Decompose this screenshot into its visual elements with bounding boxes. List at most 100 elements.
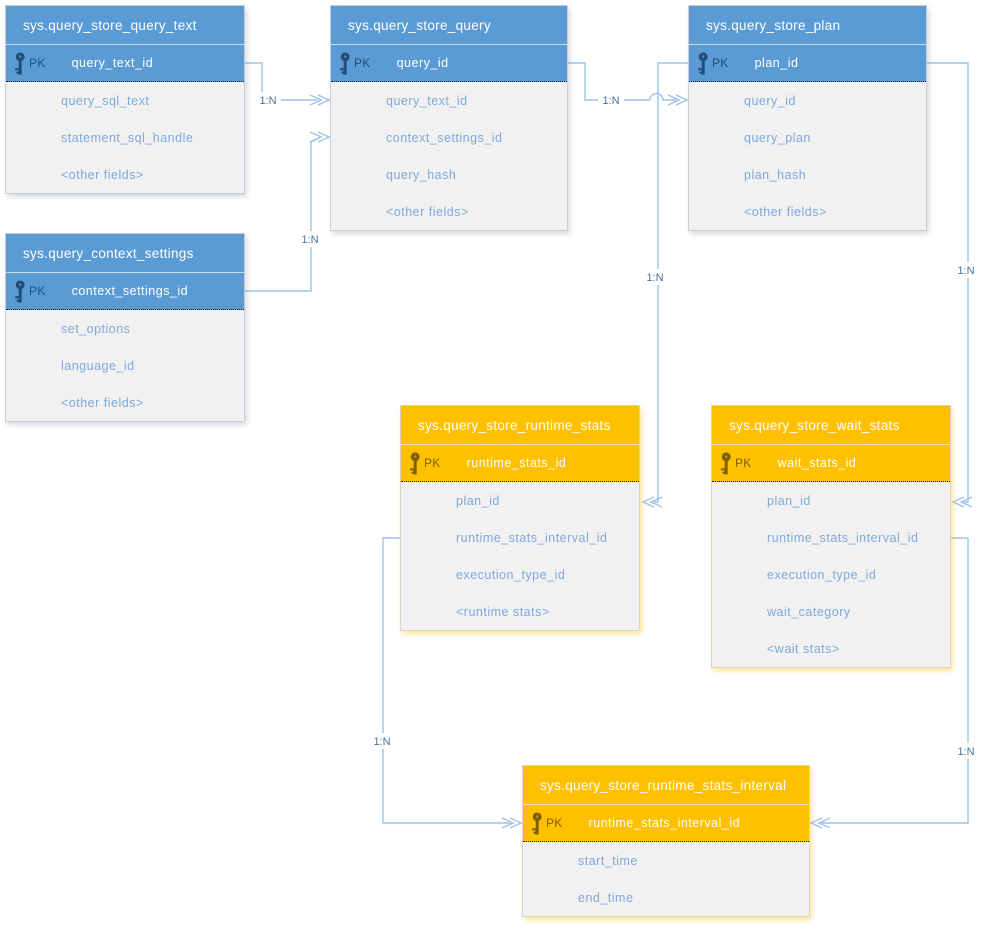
- table-title: sys.query_store_plan: [706, 17, 841, 33]
- primary-key-icon: [720, 451, 733, 475]
- field-name: <other fields>: [61, 167, 144, 182]
- field-row: set_options: [6, 310, 244, 347]
- cardinality-label: 1:N: [369, 733, 395, 749]
- primary-key-icon: [531, 811, 544, 835]
- field-name: runtime_stats_interval_id: [456, 530, 608, 545]
- pk-field-name: runtime_stats_interval_id: [588, 816, 741, 830]
- pk-label: PK: [29, 284, 46, 298]
- table-header: sys.query_store_wait_stats: [712, 406, 950, 445]
- pk-label: PK: [712, 56, 729, 70]
- svg-text:1:N: 1:N: [373, 736, 390, 748]
- field-row: <wait stats>: [712, 630, 950, 667]
- many-arrow-icon: [309, 94, 331, 106]
- many-arrow-icon: [641, 496, 663, 508]
- field-name: wait_category: [767, 604, 851, 619]
- field-name: query_text_id: [386, 93, 468, 108]
- svg-text:1:N: 1:N: [957, 265, 974, 277]
- field-row: context_settings_id: [331, 119, 567, 156]
- field-name: <runtime stats>: [456, 604, 550, 619]
- connector-runtime_stats-to-interval: [382, 537, 510, 824]
- primary-key-row: PK query_id: [331, 45, 567, 82]
- pk-label: PK: [354, 56, 371, 70]
- primary-key-row: PK query_text_id: [6, 45, 244, 82]
- cardinality-label: 1:N: [642, 269, 668, 285]
- field-row: plan_id: [712, 482, 950, 519]
- table-header: sys.query_store_query: [331, 6, 567, 45]
- cardinality-label: 1:N: [297, 231, 323, 247]
- field-name: execution_type_id: [456, 567, 566, 582]
- field-name: start_time: [578, 853, 638, 868]
- field-row: <other fields>: [6, 156, 244, 193]
- svg-text:1:N: 1:N: [301, 234, 318, 246]
- table-header: sys.query_context_settings: [6, 234, 244, 273]
- svg-text:1:N: 1:N: [646, 272, 663, 284]
- field-row: <other fields>: [6, 384, 244, 421]
- table-title: sys.query_store_query: [348, 17, 491, 33]
- many-arrow-icon: [501, 817, 523, 829]
- cardinality-label: 1:N: [598, 92, 624, 108]
- table-title: sys.query_store_query_text: [23, 17, 197, 33]
- many-arrow-icon: [309, 131, 331, 143]
- pk-field-name: runtime_stats_id: [466, 456, 567, 470]
- table-header: sys.query_store_plan: [689, 6, 926, 45]
- field-name: <other fields>: [61, 395, 144, 410]
- pk-field-name: query_text_id: [71, 56, 154, 70]
- primary-key-row: PK runtime_stats_id: [401, 445, 639, 482]
- field-name: set_options: [61, 321, 131, 336]
- svg-text:1:N: 1:N: [602, 95, 619, 107]
- cardinality-label: 1:N: [953, 743, 979, 759]
- field-row: execution_type_id: [712, 556, 950, 593]
- field-row: language_id: [6, 347, 244, 384]
- pk-field-name: query_id: [396, 56, 449, 70]
- connector-context-to-query: [245, 136, 322, 292]
- field-name: query_id: [744, 93, 796, 108]
- pk-label: PK: [546, 816, 563, 830]
- primary-key-row: PK context_settings_id: [6, 273, 244, 310]
- field-name: query_sql_text: [61, 93, 150, 108]
- svg-text:1:N: 1:N: [957, 746, 974, 758]
- field-name: statement_sql_handle: [61, 130, 194, 145]
- field-name: <wait stats>: [767, 641, 840, 656]
- table-title: sys.query_store_runtime_stats_interval: [540, 777, 787, 793]
- connector-plan-to-wait_stats: [927, 62, 969, 503]
- pk-field-name: wait_stats_id: [777, 456, 857, 470]
- cardinality-label: 1:N: [953, 262, 979, 278]
- table-title: sys.query_store_wait_stats: [729, 417, 900, 433]
- table-title: sys.query_store_runtime_stats: [418, 417, 611, 433]
- connector-query-to-plan: [568, 62, 676, 101]
- field-row: runtime_stats_interval_id: [712, 519, 950, 556]
- many-arrow-icon: [809, 817, 831, 829]
- field-row: plan_id: [401, 482, 639, 519]
- field-row: query_sql_text: [6, 82, 244, 119]
- many-arrow-icon: [667, 94, 689, 106]
- pk-label: PK: [424, 456, 441, 470]
- cardinality-label: 1:N: [255, 92, 281, 108]
- primary-key-icon: [409, 451, 422, 475]
- field-row: end_time: [523, 879, 809, 916]
- primary-key-icon: [697, 51, 710, 75]
- field-row: query_hash: [331, 156, 567, 193]
- table-header: sys.query_store_runtime_stats: [401, 406, 639, 445]
- field-name: query_hash: [386, 167, 457, 182]
- table-header: sys.query_store_runtime_stats_interval: [523, 766, 809, 805]
- primary-key-row: PK runtime_stats_interval_id: [523, 805, 809, 842]
- svg-text:1:N: 1:N: [259, 95, 276, 107]
- field-row: query_text_id: [331, 82, 567, 119]
- primary-key-icon: [14, 51, 27, 75]
- field-name: language_id: [61, 358, 135, 373]
- field-row: query_plan: [689, 119, 926, 156]
- pk-label: PK: [29, 56, 46, 70]
- field-name: plan_id: [767, 493, 811, 508]
- field-row: execution_type_id: [401, 556, 639, 593]
- field-row: start_time: [523, 842, 809, 879]
- primary-key-icon: [339, 51, 352, 75]
- pk-field-name: context_settings_id: [71, 284, 189, 298]
